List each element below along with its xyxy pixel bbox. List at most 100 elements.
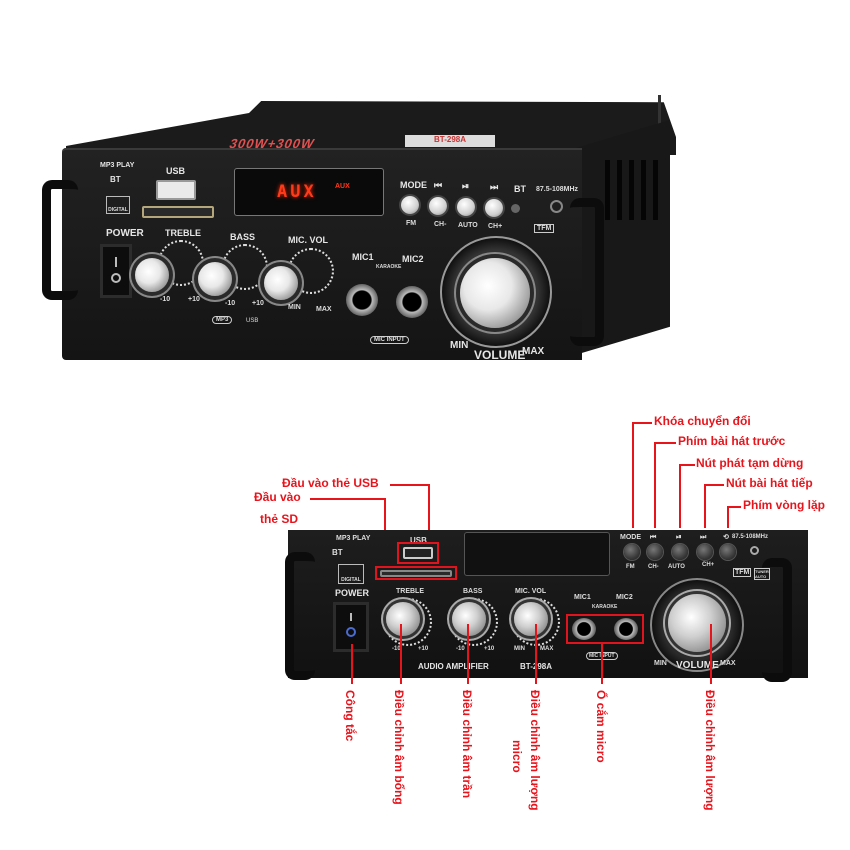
power-label: POWER bbox=[106, 228, 144, 239]
display-text: AUX bbox=[277, 182, 317, 202]
ir-receiver bbox=[750, 546, 759, 555]
annotation-usb-input: Đầu vào thẻ USB bbox=[282, 476, 379, 490]
play-label: ⏯ bbox=[676, 534, 682, 541]
left-handle bbox=[42, 180, 78, 300]
treble-label: TREBLE bbox=[396, 588, 424, 595]
next-button[interactable] bbox=[697, 544, 713, 560]
mode-button[interactable] bbox=[401, 196, 419, 214]
prev-button[interactable] bbox=[647, 544, 663, 560]
mp3-play-label: MP3 PLAY bbox=[336, 535, 371, 542]
usb-logo: USB bbox=[246, 318, 259, 324]
annotation-play-pause: Nút phát tạm dừng bbox=[696, 456, 804, 470]
sd-slot-highlight bbox=[375, 566, 457, 580]
ir-receiver bbox=[550, 200, 563, 213]
top-product-photo: 300W+300W BT-298A MP3 PLAY BT DIGITAL US… bbox=[0, 0, 850, 390]
right-handle bbox=[762, 558, 792, 682]
treble-knob[interactable] bbox=[386, 602, 420, 636]
digital-logo: DIGITAL bbox=[338, 564, 364, 584]
bt-indicator-label: BT bbox=[514, 184, 526, 194]
annotation-loop: Phím vòng lặp bbox=[743, 498, 826, 512]
mic2-jack[interactable] bbox=[396, 286, 428, 318]
mic-input-label: MIC INPUT bbox=[370, 336, 409, 344]
karaoke-label: KARAOKE bbox=[592, 604, 618, 610]
mic1-jack[interactable] bbox=[346, 284, 378, 316]
led-display: AUX AUX bbox=[234, 168, 384, 216]
annotation-mode-switch: Khóa chuyển đổi bbox=[654, 414, 751, 428]
right-handle bbox=[570, 198, 604, 346]
display-window bbox=[464, 532, 610, 576]
usb-port[interactable] bbox=[156, 180, 196, 200]
power-label: POWER bbox=[335, 588, 370, 598]
mic-volume-knob[interactable] bbox=[264, 266, 298, 300]
treble-label: TREBLE bbox=[165, 228, 201, 238]
annotation-next-track: Nút bài hát tiếp bbox=[726, 476, 813, 490]
audio-amplifier-label: AUDIO AMPLIFIER bbox=[418, 662, 489, 671]
annotation-mic-volume-line1: Điều chỉnh âm lượng bbox=[528, 690, 542, 811]
karaoke-label: KARAOKE bbox=[376, 264, 402, 270]
frequency-label: 87.5-108MHz bbox=[732, 534, 769, 540]
tuner-auto-label: TUNER AUTO bbox=[754, 568, 770, 580]
usb-port[interactable] bbox=[403, 547, 433, 559]
mode-label: MODE bbox=[400, 180, 427, 190]
bass-label: BASS bbox=[230, 232, 256, 242]
mic-vol-label: MIC. VOL bbox=[515, 588, 547, 595]
power-switch[interactable] bbox=[100, 244, 132, 298]
annotation-treble-adjust: Điều chỉnh âm trần bbox=[460, 690, 474, 799]
mic-vol-label: MIC. VOL bbox=[288, 235, 328, 245]
annotation-prev-track: Phím bài hát trước bbox=[678, 434, 786, 448]
mic2-jack[interactable] bbox=[614, 618, 638, 640]
usb-label: USB bbox=[410, 536, 427, 545]
annotation-volume-adjust: Điều chỉnh âm lượng bbox=[703, 690, 717, 811]
usb-port-highlight bbox=[397, 542, 439, 564]
mp3-logo: MP3 bbox=[212, 316, 233, 324]
bt-label: BT bbox=[332, 548, 343, 557]
annotation-bass-adjust: Điều chỉnh âm bổng bbox=[392, 690, 406, 805]
mic1-label: MIC1 bbox=[352, 252, 374, 262]
annotation-sd-input-line2: thẻ SD bbox=[260, 512, 299, 526]
mode-button[interactable] bbox=[624, 544, 640, 560]
usb-label: USB bbox=[166, 166, 186, 176]
lid-badge: BT-298A bbox=[405, 135, 495, 147]
bass-knob[interactable] bbox=[198, 262, 232, 296]
digital-logo: DIGITAL bbox=[106, 196, 130, 214]
power-switch[interactable] bbox=[333, 602, 369, 652]
mode-label: MODE bbox=[620, 534, 641, 541]
mic2-label: MIC2 bbox=[402, 254, 424, 264]
display-indicator: AUX bbox=[335, 183, 350, 190]
tfm-label: TFM bbox=[733, 568, 752, 577]
annotation-mic-volume-line2: micro bbox=[510, 740, 524, 773]
annotation-power-switch: Công tắc bbox=[343, 690, 357, 742]
volume-knob[interactable] bbox=[668, 594, 726, 652]
mic2-label: MIC2 bbox=[616, 594, 633, 601]
volume-label: VOLUME bbox=[676, 660, 719, 671]
treble-knob[interactable] bbox=[135, 258, 169, 292]
sd-card-slot[interactable] bbox=[142, 206, 214, 218]
prev-label: ⏮ bbox=[434, 180, 443, 190]
annotation-sd-input-line1: Đầu vào bbox=[254, 490, 301, 504]
bass-knob[interactable] bbox=[452, 602, 486, 636]
tfm-label: TFM bbox=[534, 224, 555, 233]
next-label: ⏭ bbox=[700, 534, 707, 541]
next-button[interactable] bbox=[485, 199, 503, 217]
bass-label: BASS bbox=[463, 588, 483, 595]
left-handle bbox=[285, 552, 315, 680]
bt-led bbox=[511, 204, 520, 213]
volume-knob[interactable] bbox=[460, 258, 530, 328]
amplifier-side-panel bbox=[575, 120, 670, 355]
volume-label: VOLUME bbox=[474, 348, 526, 362]
bt-label: BT bbox=[110, 175, 121, 184]
prev-button[interactable] bbox=[429, 197, 447, 215]
play-pause-button[interactable] bbox=[457, 198, 475, 216]
mic1-jack[interactable] bbox=[572, 618, 596, 640]
loop-button[interactable] bbox=[720, 544, 736, 560]
sd-card-slot[interactable] bbox=[380, 570, 452, 577]
annotation-mic-jack: Ổ cắm micro bbox=[594, 690, 608, 763]
prev-label: ⏮ bbox=[650, 534, 657, 541]
frequency-label: 87.5-108MHz bbox=[536, 186, 579, 193]
mic-volume-knob[interactable] bbox=[514, 602, 548, 636]
play-label: ⏯ bbox=[462, 181, 470, 191]
antenna bbox=[658, 95, 661, 135]
play-pause-button[interactable] bbox=[672, 544, 688, 560]
mp3-play-label: MP3 PLAY bbox=[100, 162, 135, 169]
mic-jack-highlight bbox=[566, 614, 644, 644]
